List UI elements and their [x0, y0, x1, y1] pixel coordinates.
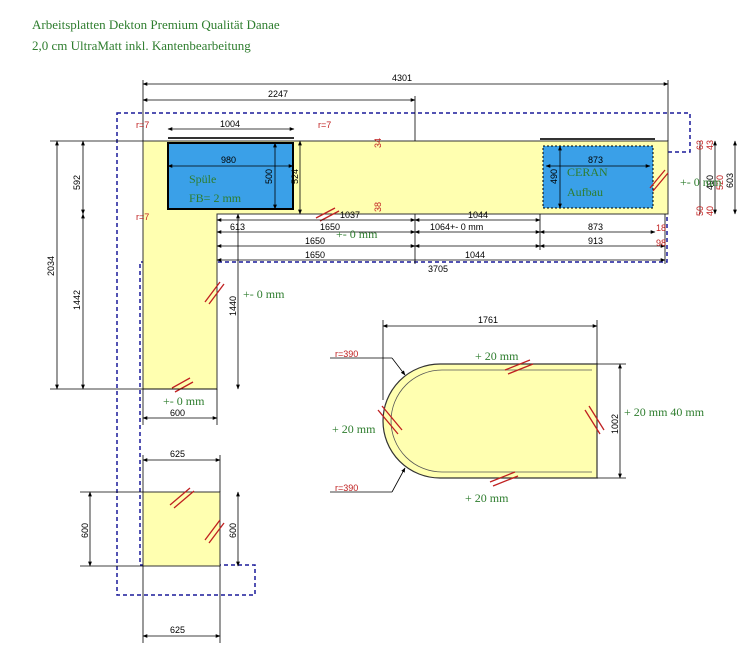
edge-label-front: +- 0 mm: [336, 227, 378, 241]
dim-524: 524: [290, 169, 300, 184]
edge-label-island-bottom: + 20 mm: [465, 491, 509, 505]
dim-1037: 1037: [340, 210, 360, 220]
dim-63: 63: [695, 140, 705, 150]
dim-500: 500: [264, 169, 274, 184]
dim-1004: 1004: [220, 119, 240, 129]
dim-3705: 3705: [428, 264, 448, 274]
sink-label: Spüle: [189, 172, 216, 186]
square-slab: [142, 491, 221, 567]
radius-r7-c: r=7: [136, 212, 149, 222]
rounded-island-slab: [382, 363, 598, 479]
dim-913: 913: [588, 236, 603, 246]
drawing-title: Arbeitsplatten Dekton Premium Qualität D…: [32, 14, 280, 56]
dim-1761: 1761: [478, 315, 498, 325]
radius-r7-b: r=7: [318, 120, 331, 130]
dim-2034: 2034: [46, 256, 56, 276]
dim-490b: 490: [705, 175, 715, 190]
sink-cutout: [167, 142, 294, 210]
dim-2247: 2247: [268, 89, 288, 99]
hob-label: CERAN: [567, 165, 608, 179]
dim-50: 50: [695, 206, 705, 216]
dim-600a: 600: [170, 408, 185, 418]
dim-1044a: 1044: [468, 210, 488, 220]
island-inner-arc: [390, 369, 443, 473]
sink-drain-label: FB= 2 mm: [189, 191, 242, 205]
dim-1002: 1002: [610, 414, 620, 434]
radius-r7-a: r=7: [136, 120, 149, 130]
dim-98: 98: [656, 238, 666, 248]
dim-1064: 1064+- 0 mm: [430, 222, 483, 232]
title-line-1: Arbeitsplatten Dekton Premium Qualität D…: [32, 17, 280, 32]
dim-490-hob: 490: [549, 169, 559, 184]
edge-label-right: +- 0 mm: [680, 175, 722, 189]
radius-r390-top: r=390: [335, 349, 358, 359]
dim-625a: 625: [170, 449, 185, 459]
dim-1650b: 1650: [305, 236, 325, 246]
dim-1440: 1440: [228, 296, 238, 316]
dim-600b: 600: [80, 523, 90, 538]
dim-625b: 625: [170, 625, 185, 635]
dim-38: 38: [373, 202, 383, 212]
dim-1442: 1442: [72, 290, 82, 310]
dim-18: 18: [656, 223, 666, 233]
dim-873-hob: 873: [588, 155, 603, 165]
dim-1650a: 1650: [320, 222, 340, 232]
dim-total-width: 4301: [392, 73, 412, 83]
edge-label-island-top: + 20 mm: [475, 349, 519, 363]
radius-r390-bottom: r=390: [335, 483, 358, 493]
hob-type-label: Aufbau: [567, 185, 603, 199]
dim-43: 43: [705, 140, 715, 150]
outline-boundary: [116, 112, 691, 596]
dim-520: 520: [715, 175, 725, 190]
title-line-2: 2,0 cm UltraMatt inkl. Kantenbearbeitung: [32, 38, 251, 53]
dim-592: 592: [72, 175, 82, 190]
dim-1650c: 1650: [305, 250, 325, 260]
dim-873b: 873: [588, 222, 603, 232]
edge-marks: [169, 169, 669, 544]
edge-label-island-right: + 20 mm 40 mm: [624, 405, 705, 419]
dimension-lines: [50, 80, 737, 643]
edge-label-side: +- 0 mm: [243, 287, 285, 301]
dim-40: 40: [705, 206, 715, 216]
dim-34: 34: [373, 138, 383, 148]
edge-label-bottom: +- 0 mm: [163, 394, 205, 408]
edge-label-island-left: + 20 mm: [332, 422, 376, 436]
dim-980: 980: [221, 155, 236, 165]
dim-603: 603: [725, 173, 735, 188]
dim-600c: 600: [228, 523, 238, 538]
dim-1044b: 1044: [465, 250, 485, 260]
dim-613: 613: [230, 222, 245, 232]
